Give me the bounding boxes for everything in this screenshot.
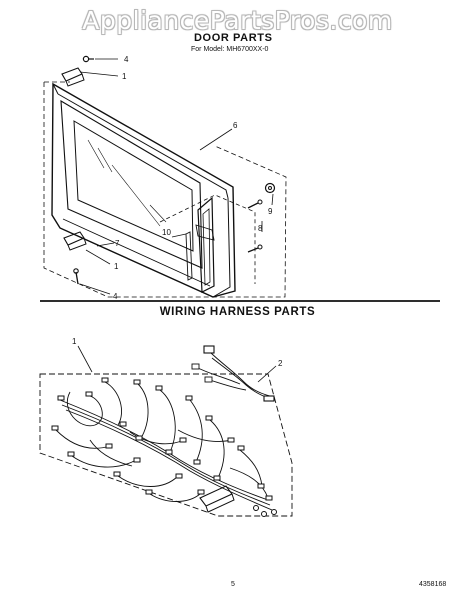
main-wiring-harness [55, 381, 273, 513]
wiring-callouts: 1 2 [72, 337, 283, 368]
callout-door-assembly: 6 [233, 121, 238, 130]
callout-door-top-screw: 4 [124, 55, 129, 64]
door-assembly [43, 81, 287, 298]
bottom-hinge-screw [73, 268, 79, 285]
top-hinge [61, 67, 85, 87]
callout-door-bottom-screw: 4 [113, 292, 118, 301]
harness-terminals [51, 377, 277, 517]
latch-spring [264, 182, 276, 194]
callout-latch-screws: 8 [258, 224, 263, 233]
door-callouts: 4 1 6 7 1 4 8 9 10 [113, 55, 273, 301]
callout-choke-seal: 7 [115, 239, 120, 248]
small-wiring-harness [191, 345, 275, 402]
door-leader-lines [79, 58, 274, 295]
callout-door-top-hinge: 1 [122, 72, 127, 81]
callout-latch-spring: 9 [268, 207, 273, 216]
top-hinge-screw [82, 55, 94, 63]
callout-latch-bar: 10 [162, 228, 171, 237]
wiring-harness-frame [39, 373, 293, 517]
model-number: For Model: MH6700XX-0 [191, 46, 269, 53]
latch-screw-upper [247, 199, 263, 209]
door-parts-title: DOOR PARTS [194, 32, 273, 44]
bottom-hinge [63, 231, 87, 251]
page-number: 5 [231, 581, 235, 588]
wiring-leader-lines [77, 345, 277, 383]
callout-small-harness: 2 [278, 359, 283, 368]
document-number: 4358168 [419, 581, 447, 588]
callout-main-harness: 1 [72, 337, 77, 346]
wiring-harness-title: WIRING HARNESS PARTS [159, 306, 316, 318]
latch-screw-lower [247, 244, 263, 253]
callout-door-bottom-hinge: 1 [114, 262, 119, 271]
watermark: AppliancePartsPros.com [82, 6, 393, 35]
